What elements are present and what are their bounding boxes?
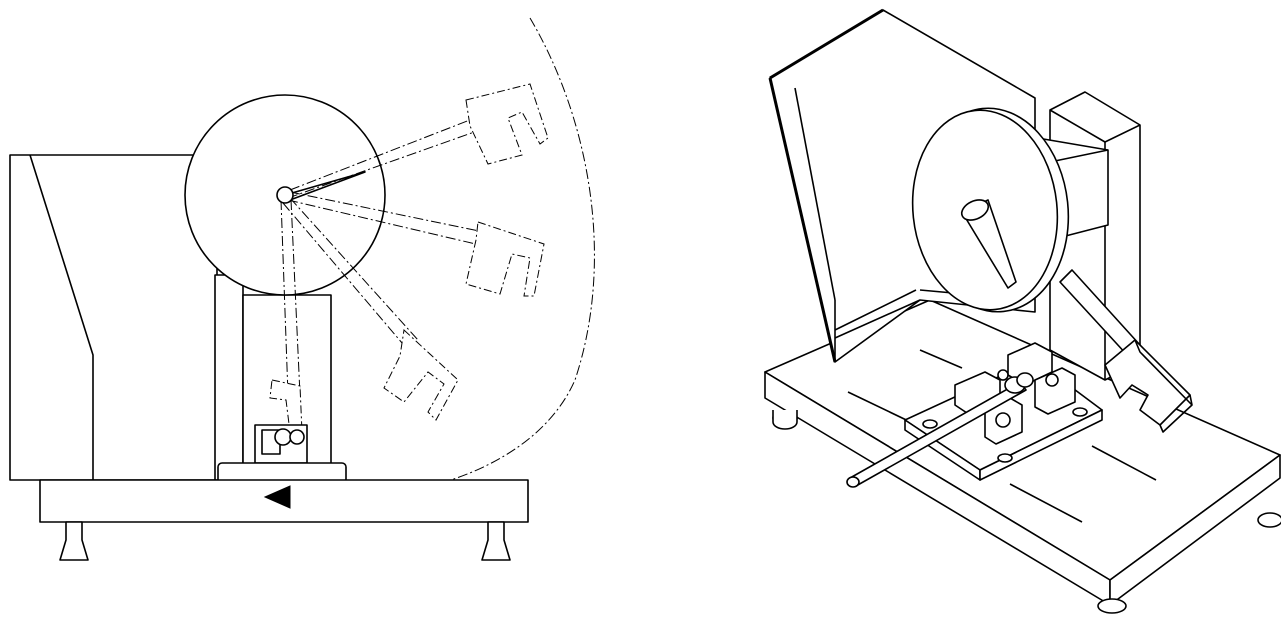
- swing-arc: [299, 17, 595, 500]
- specimen-vise: [254, 424, 308, 464]
- cabinet: [9, 154, 218, 481]
- iso-vise-table: [904, 342, 1103, 481]
- feet: [59, 521, 511, 561]
- pendulum-ghost-positions: [269, 83, 549, 433]
- iso-feet: [772, 410, 1281, 614]
- iso-pointer: [960, 199, 1017, 289]
- swing-direction-arrow: [263, 485, 291, 509]
- pivot-hub: [276, 186, 294, 204]
- iso-hammer-head: [1104, 339, 1193, 433]
- iso-feed-rod: [846, 372, 1034, 488]
